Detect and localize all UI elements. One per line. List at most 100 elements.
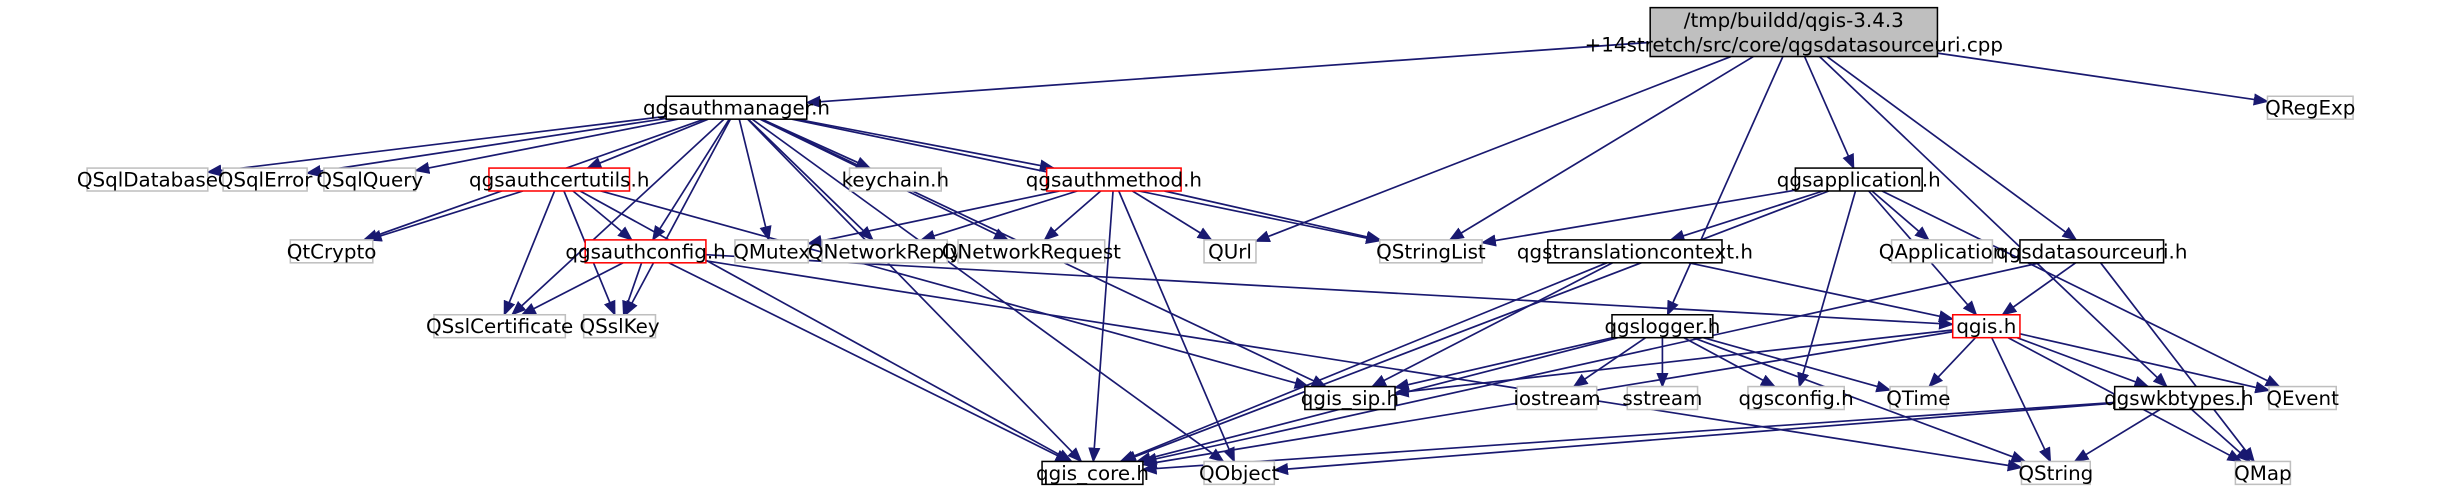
edge-logger-to-qgissip [1393,336,1613,391]
node-label-qtime: QTime [1886,387,1950,410]
edge-authmethod-to-qnetworkreply [919,190,1078,242]
node-qnetworkrequest[interactable]: QNetworkRequest [942,239,1121,264]
node-qnetworkreply[interactable]: QNetworkReply [808,239,962,264]
node-box-qstring [2020,460,2091,486]
edge-qgis-to-qstring [1991,337,2052,463]
node-box-qmap [2234,460,2292,486]
edge-authmethod-to-qnetworkrequest [1043,190,1102,241]
node-box-qgsconfig [1747,385,1845,411]
node-box-application [1794,167,1923,192]
node-authconfig[interactable]: qgsauthconfig.h [565,239,726,264]
node-label-keychain: keychain.h [842,169,949,192]
node-label-root-1: +14stretch/src/core/qgsdatasourceuri.cpp [1585,33,2003,56]
node-label-iostream: iostream [1513,387,1600,410]
edge-application-to-qapplication [1871,190,1930,241]
node-qgissip[interactable]: qgis_sip.h [1301,385,1399,411]
node-label-qgiscore: qgis_core.h [1036,462,1149,485]
node-application[interactable]: qgsapplication.h [1777,167,1941,192]
node-label-qgissip: qgis_sip.h [1301,387,1399,410]
node-box-sstream [1626,385,1699,411]
node-iostream[interactable]: iostream [1513,385,1601,411]
node-label-qevent: QEvent [2266,387,2339,410]
node-authmethod[interactable]: qgsauthmethod.h [1026,167,1202,192]
node-qsqldatabase[interactable]: QSqlDatabase [77,167,218,192]
edge-authmethod-to-qstringlist [1164,190,1382,243]
node-label-authconfig: qgsauthconfig.h [565,240,725,263]
node-qmap[interactable]: QMap [2234,460,2292,486]
edge-authconfig-to-qstring [705,259,2023,472]
edge-application-to-translationcontext [1669,190,1824,242]
node-box-authmethod [1045,167,1182,192]
node-qsslkey[interactable]: QSslKey [580,313,660,339]
node-wkbtypes[interactable]: qgswkbtypes.h [2104,385,2254,411]
edge-root-to-qstringlist [1448,55,1754,241]
edge-authcertutils-to-qgiscore [579,190,1073,463]
node-box-datasourceuri [2019,239,2165,264]
node-authcertutils[interactable]: qgsauthcertutils.h [469,167,649,192]
node-box-authconfig [584,239,707,264]
node-qstringlist[interactable]: QStringList [1376,239,1486,264]
node-qapplication[interactable]: QApplication [1879,239,2006,264]
node-label-qobject: QObject [1199,462,1280,485]
node-root[interactable]: /tmp/buildd/qgis-3.4.3+14stretch/src/cor… [1585,6,2003,58]
node-qurl[interactable]: QUrl [1203,239,1257,264]
edge-application-to-qgsconfig [1797,190,1857,389]
node-qgis[interactable]: qgis.h [1951,313,2021,339]
node-sstream[interactable]: sstream [1622,385,1702,411]
node-label-authcertutils: qgsauthcertutils.h [469,169,649,192]
node-qobject[interactable]: QObject [1199,460,1280,486]
node-label-qmap: QMap [2234,462,2292,485]
edge-logger-to-qgsconfig [1683,336,1777,388]
node-label-qgsconfig: qgsconfig.h [1738,387,1853,410]
node-qevent[interactable]: QEvent [2266,385,2339,411]
node-qsslcertificate[interactable]: QSslCertificate [426,313,573,339]
node-label-wkbtypes: qgswkbtypes.h [2104,387,2254,410]
edge-authconfig-to-qgiscore [668,262,1071,463]
node-label-qnetworkreply: QNetworkReply [808,240,962,263]
node-qtime[interactable]: QTime [1886,385,1950,411]
node-qregexp[interactable]: QRegExp [2265,95,2355,120]
node-qsqlerror[interactable]: QSqlError [218,167,314,192]
edge-qgis-to-qtime [1928,337,1977,388]
node-qmutex[interactable]: QMutex [733,239,810,264]
edge-qgis-to-wkbtypes [2016,336,2150,388]
edge-wkbtypes-to-qstring [2073,408,2161,463]
edges-layer [206,41,2281,476]
node-qgiscore[interactable]: qgis_core.h [1036,460,1149,486]
node-label-authmanager: qgsauthmanager.h [643,97,830,120]
node-qtcrypto[interactable]: QtCrypto [287,239,377,264]
node-logger[interactable]: qgslogger.h [1604,313,1720,339]
node-qgsconfig[interactable]: qgsconfig.h [1738,385,1854,411]
edge-logger-to-iostream [1572,336,1647,388]
node-authmanager[interactable]: qgsauthmanager.h [643,95,830,120]
edge-wkbtypes-to-qobject [1272,402,2115,476]
node-box-qnetworkrequest [957,239,1106,264]
node-translationcontext[interactable]: qgstranslationcontext.h [1517,239,1753,264]
edge-authmanager-to-qsqlquery [414,118,679,174]
edge-datasourceuri-to-qgis [2001,262,2077,316]
edge-authmanager-to-qobject [751,118,1225,463]
edge-logger-to-qstring [1692,336,2027,463]
node-box-qevent [2268,385,2337,411]
node-keychain[interactable]: keychain.h [842,167,949,192]
edge-authmanager-to-qmutex [738,118,772,242]
edge-qgis-to-qevent [2019,333,2271,394]
node-label-root-0: /tmp/buildd/qgis-3.4.3 [1684,9,1904,32]
node-label-qurl: QUrl [1208,240,1252,263]
node-qsqlquery[interactable]: QSqlQuery [316,167,423,192]
edge-root-to-wkbtypes [1818,55,2168,388]
node-label-translationcontext: qgstranslationcontext.h [1517,240,1753,263]
edge-translationcontext-to-qgiscore [1119,262,1608,463]
node-qstring[interactable]: QString [2018,460,2093,486]
node-datasourceuri[interactable]: qgsdatasourceuri.h [1996,239,2187,264]
edge-root-to-qurl [1254,55,1732,243]
node-box-qgis [1951,313,2021,339]
node-label-qsqlquery: QSqlQuery [316,169,423,192]
edge-authmethod-to-qurl [1131,190,1213,241]
node-label-qstring: QString [2018,462,2093,485]
node-box-qgissip [1304,385,1396,411]
node-box-logger [1611,313,1714,339]
edge-authmanager-to-authcertutils [586,118,709,169]
node-box-translationcontext [1547,239,1723,264]
